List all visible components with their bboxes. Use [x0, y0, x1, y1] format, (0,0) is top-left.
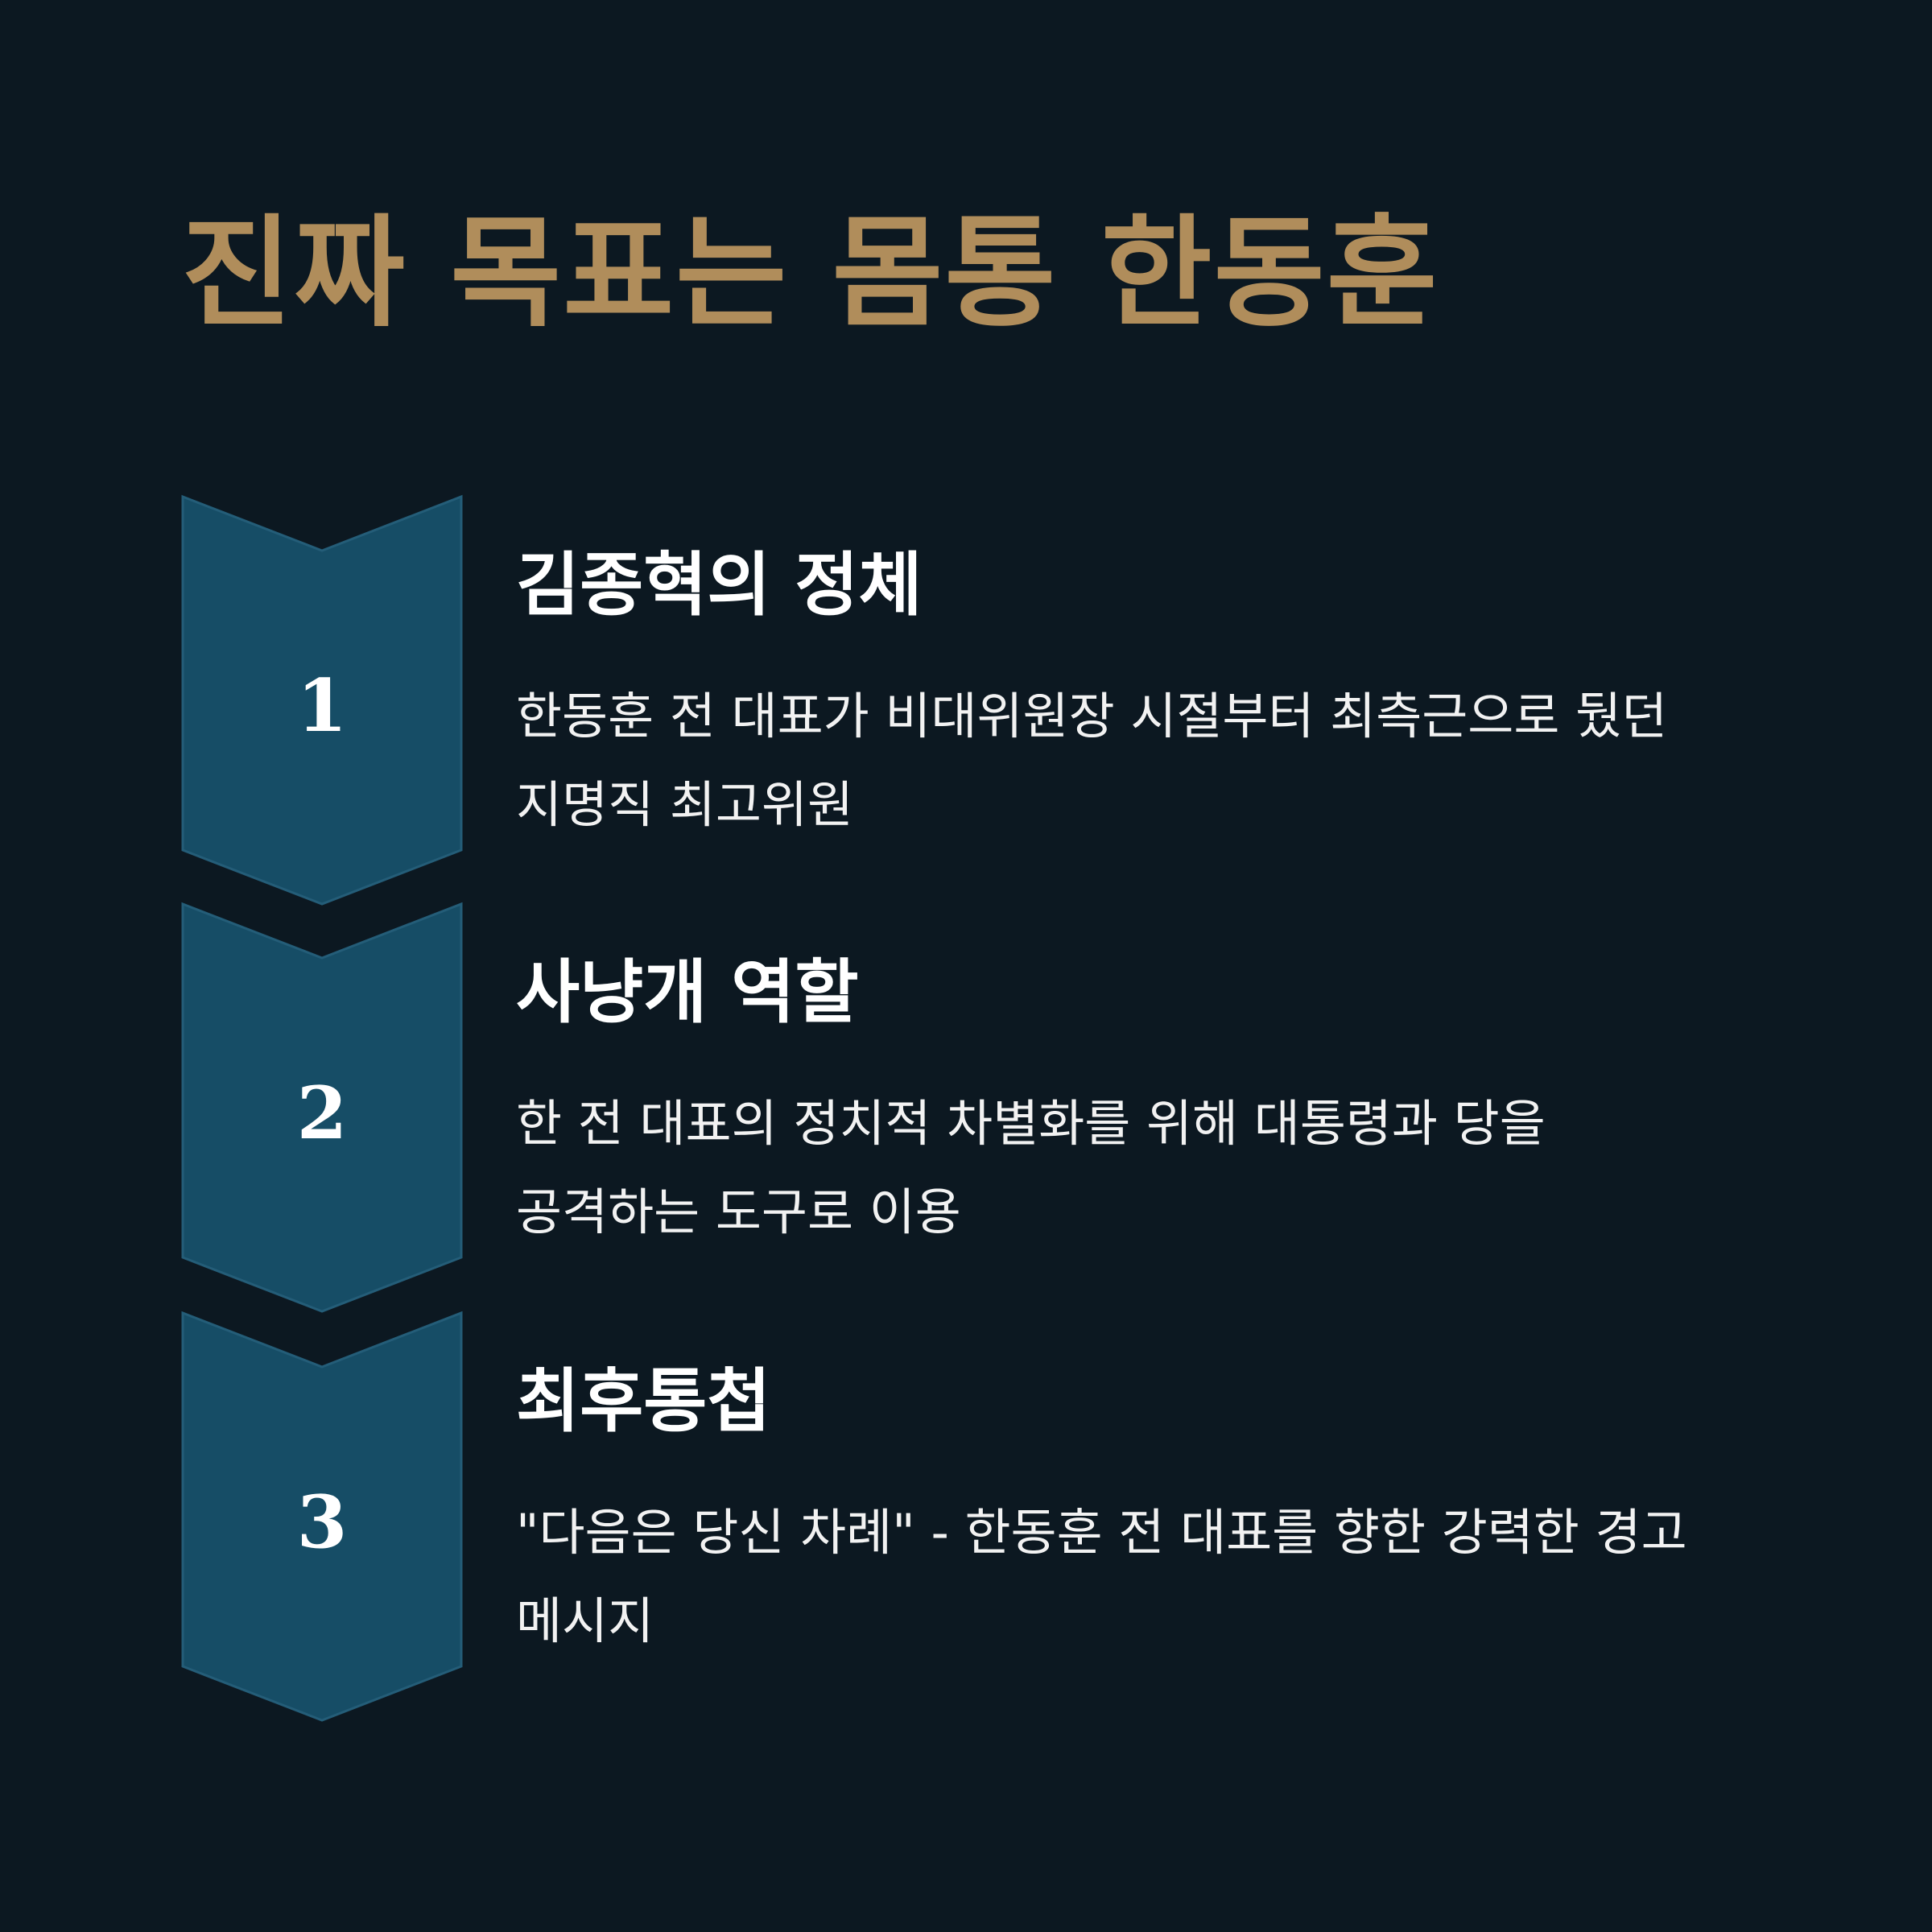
step-3-heading: 최후통첩: [516, 1361, 771, 1442]
page-title: 진짜 목표는 몸통 한동훈: [181, 204, 1439, 344]
step-1-description: 한동훈 전 대표가 비대위원장 시절부터 최측근으로 뒀던 지명직 최고위원: [516, 687, 1668, 834]
step-3-number: 3: [296, 1480, 348, 1565]
step-1-number: 1: [296, 663, 348, 749]
step-1-chevron: [181, 494, 463, 906]
step-3-chevron: [181, 1311, 463, 1722]
step-1-heading: 김종혁의 정체: [516, 545, 923, 625]
step-2-heading: 사냥개 역할: [516, 952, 859, 1033]
step-2-description: 한 전 대표의 정치적 차별화를 위해 대통령과 당을 공격하는 도구로 이용: [516, 1094, 1546, 1241]
step-2-number: 2: [296, 1071, 348, 1156]
step-3-description: "다음은 당신 차례" - 한동훈 전 대표를 향한 강력한 경고 메시지: [516, 1503, 1687, 1650]
step-2-chevron: [181, 902, 463, 1313]
